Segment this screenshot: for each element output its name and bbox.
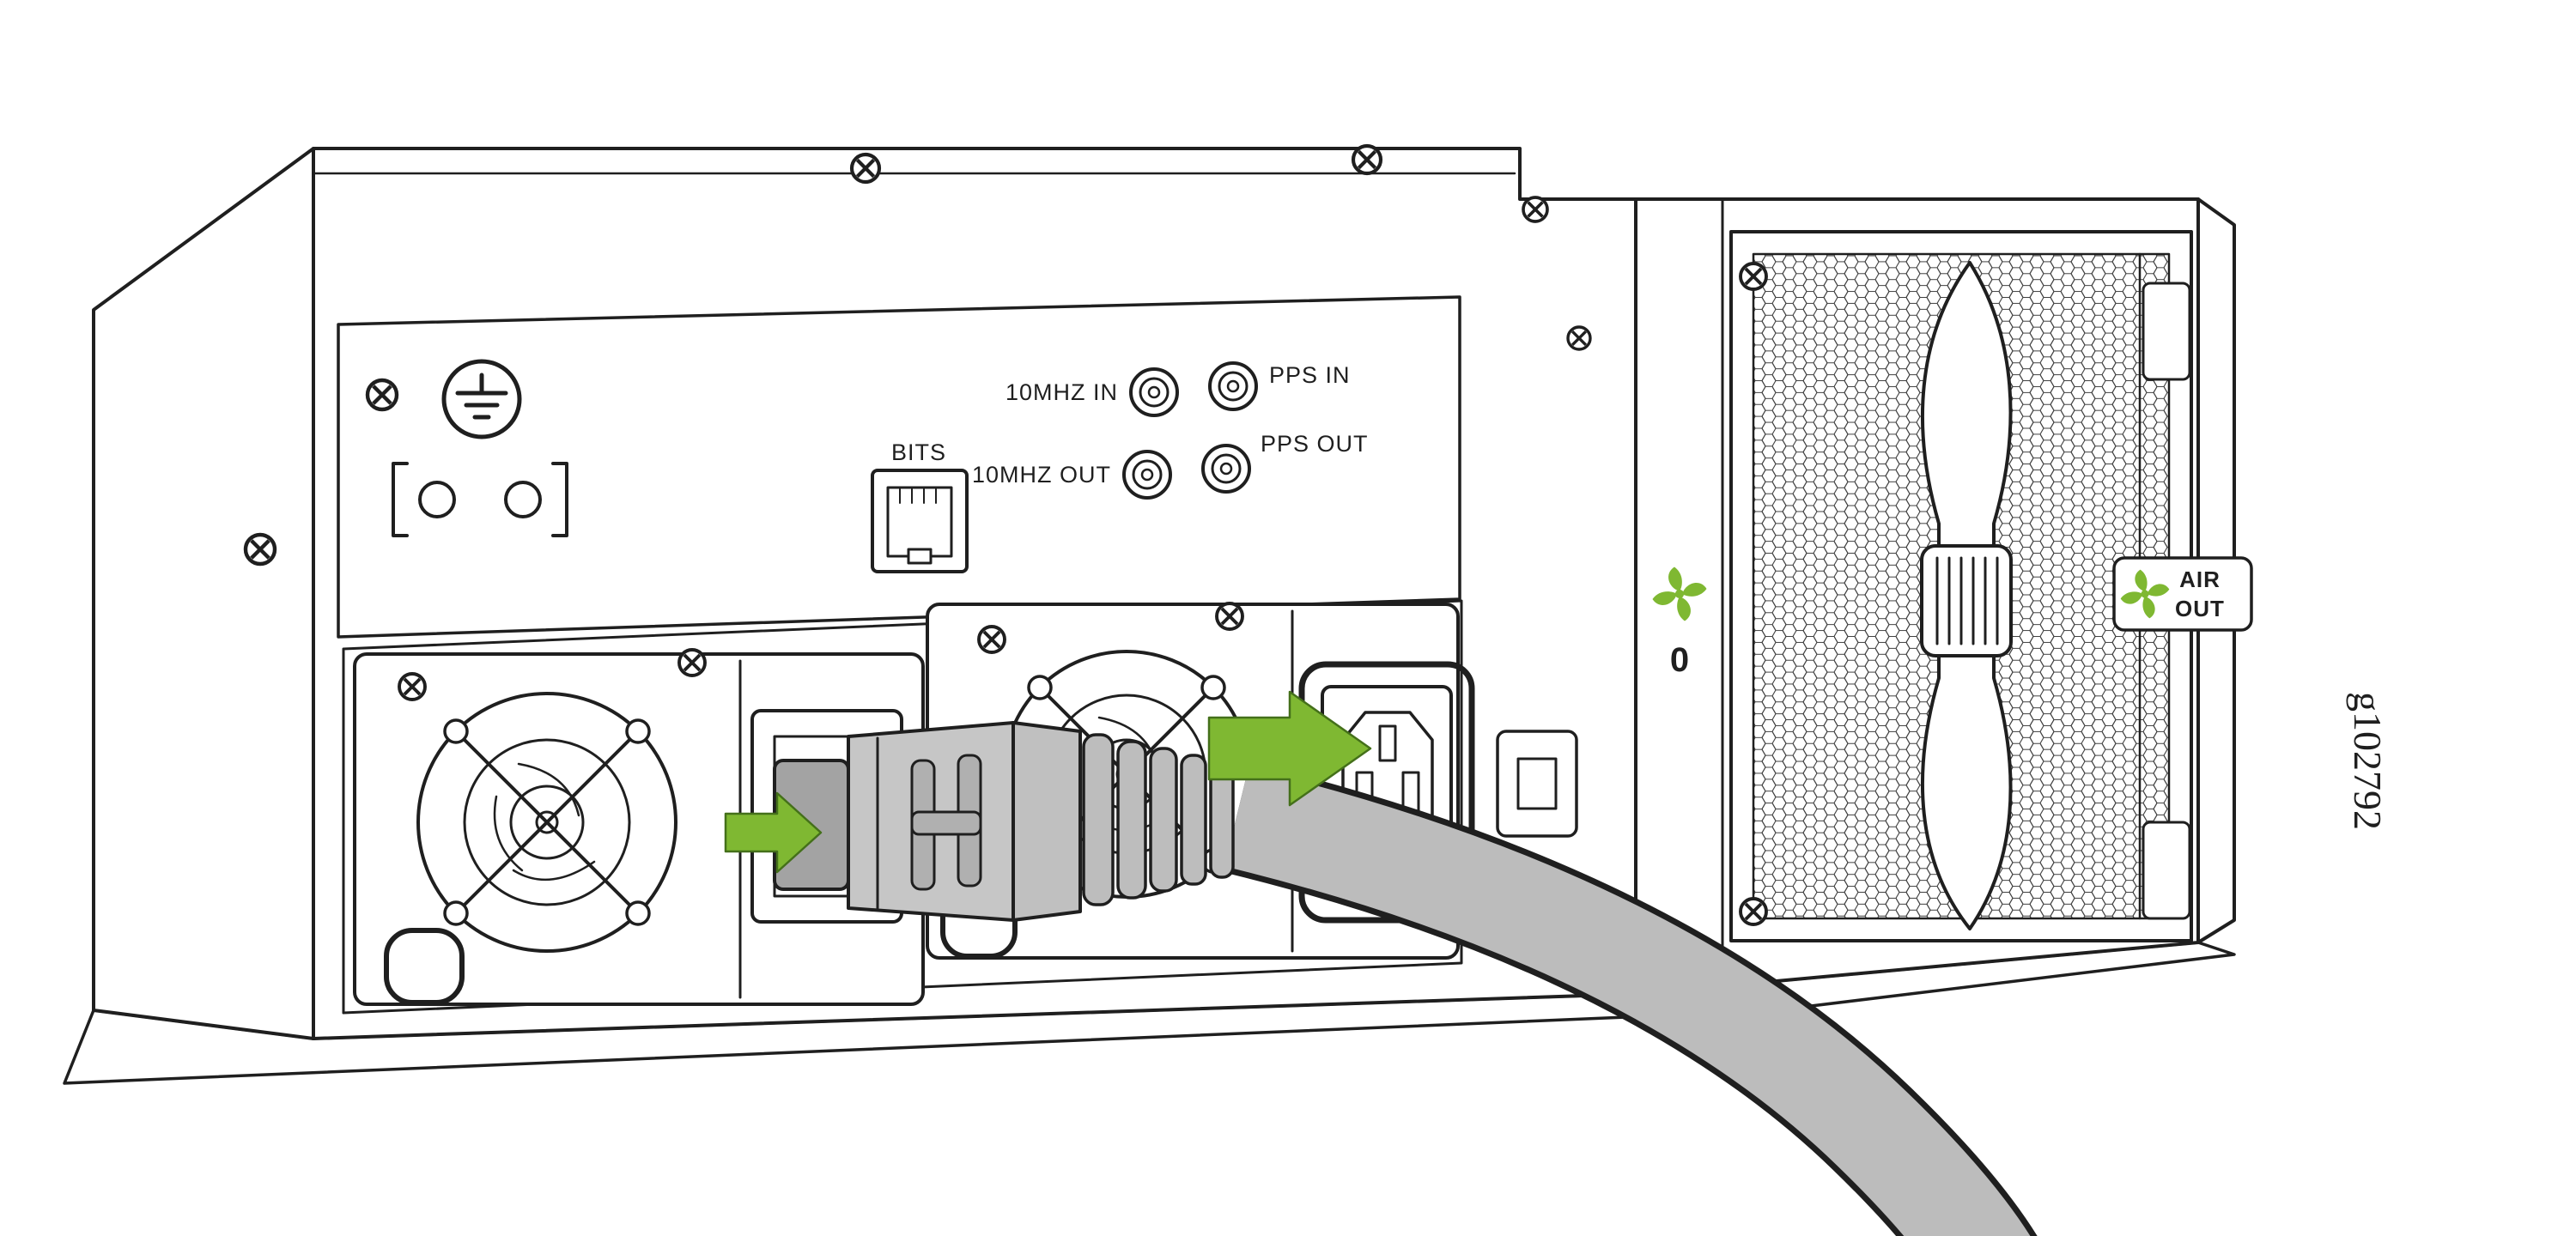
bits-label: BITS xyxy=(891,439,946,465)
bnc-connector-10mhz-in xyxy=(1129,367,1179,417)
rear-io-panel-plate xyxy=(337,295,1461,639)
air-out-label-line1: AIR xyxy=(2179,566,2221,592)
fan-tray-latch-bottom xyxy=(2142,821,2191,920)
timing-connectors xyxy=(1122,361,1258,500)
power-plug-taper xyxy=(1012,721,1082,922)
screw-icon xyxy=(677,648,707,677)
pps-out-label: PPS OUT xyxy=(1261,431,1369,457)
screw-icon xyxy=(1353,146,1381,173)
screw-icon xyxy=(1566,325,1592,351)
fan-tray-latch-top xyxy=(2142,282,2191,381)
screw-icon xyxy=(977,625,1006,654)
port-labels: BITS 10MHZ IN PPS IN 10MHZ OUT PPS OUT xyxy=(891,362,1369,488)
screw-icon xyxy=(1739,897,1768,926)
screw-icon xyxy=(852,154,879,182)
power-plug-grip xyxy=(910,754,982,891)
fan-tray-handle xyxy=(1920,261,2013,930)
screw-icon xyxy=(1739,262,1768,291)
ground-hole xyxy=(418,481,456,518)
rear-io-panel xyxy=(337,295,1461,639)
figure-id: g102792 xyxy=(2346,692,2390,830)
pps-in-label: PPS IN xyxy=(1269,362,1351,388)
10mhz-out-label: 10MHZ OUT xyxy=(972,462,1111,488)
power-cord-cable xyxy=(1224,767,2030,1236)
screw-icon xyxy=(368,380,397,409)
bnc-connector-10mhz-out xyxy=(1122,450,1172,500)
insert-arrow-right-psu xyxy=(1207,690,1372,807)
bits-port xyxy=(871,469,969,573)
grounding-lug-holes xyxy=(392,462,568,537)
ground-hole xyxy=(504,481,542,518)
chassis-left-face xyxy=(92,147,315,1040)
fan-tray-handle-grip xyxy=(1920,544,2013,657)
psu-left-handle xyxy=(384,928,465,1005)
insert-arrow-left-psu xyxy=(724,791,823,874)
10mhz-in-label: 10MHZ IN xyxy=(1005,379,1118,405)
screw-icon xyxy=(1215,602,1244,631)
insertion-arrows xyxy=(724,690,1372,874)
power-cord xyxy=(773,721,2038,1236)
fan-tray-slot-marker: 0 xyxy=(1652,566,1707,679)
screw-icon xyxy=(246,535,275,564)
fan-tray: AIR OUT xyxy=(1729,230,2253,942)
air-out-badge: AIR OUT xyxy=(2112,556,2253,632)
psu-left-fan xyxy=(416,692,677,953)
air-out-label-line2: OUT xyxy=(2175,596,2225,621)
psu-bay-latch-module xyxy=(1496,730,1578,838)
fan-tray-slot-number: 0 xyxy=(1670,641,1689,679)
screw-icon xyxy=(398,672,427,701)
ground-symbol-icon xyxy=(441,359,522,439)
screw-icon xyxy=(1522,196,1549,223)
bnc-connector-pps-out xyxy=(1201,444,1251,494)
power-plug-strain-relief xyxy=(1082,733,1235,906)
bnc-connector-pps-in xyxy=(1208,361,1258,411)
